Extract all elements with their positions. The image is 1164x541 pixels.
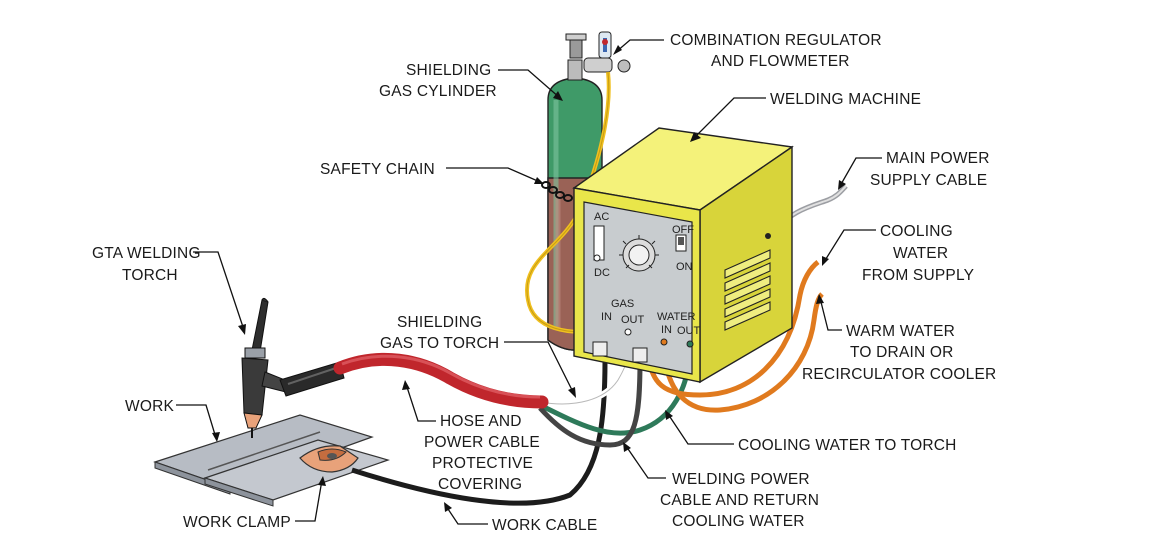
cooling-water-to-torch-hose (645, 260, 820, 398)
leader-lines (176, 39, 882, 525)
welding-machine: AC DC OFF ON GAS IN OUT WATER IN OUT (572, 127, 794, 384)
label-cooling-water-to-torch: COOLING WATER TO TORCH (738, 437, 957, 454)
panel-dc-label: DC (594, 267, 610, 279)
label-welding-power-cable: WELDING POWER CABLE AND RETURN COOLING W… (660, 471, 824, 530)
label-gta-welding-torch: GTA WELDING TORCH (92, 245, 205, 284)
panel-on-label: ON (676, 261, 693, 273)
label-shielding-gas-cylinder: SHIELDING GAS CYLINDER (379, 62, 497, 100)
label-combination-regulator: COMBINATION REGULATOR AND FLOWMETER (670, 32, 886, 70)
label-welding-machine: WELDING MACHINE (770, 91, 921, 108)
label-shielding-gas-to-torch: SHIELDING GAS TO TORCH (380, 314, 499, 352)
panel-gas-in-label: IN (601, 311, 612, 323)
label-work-cable: WORK CABLE (492, 517, 597, 534)
panel-gas-label: GAS (611, 298, 634, 310)
work-cable (351, 359, 608, 506)
safety-chain (541, 181, 573, 202)
panel-gas-out-label: OUT (621, 314, 645, 326)
callout-labels: COMBINATION REGULATOR AND FLOWMETER SHIE… (92, 32, 996, 534)
panel-water-label: WATER (657, 311, 696, 323)
label-safety-chain: SAFETY CHAIN (320, 161, 435, 178)
panel-off-label: OFF (672, 224, 694, 236)
return-water-hose (538, 344, 693, 436)
label-work-clamp: WORK CLAMP (183, 514, 291, 531)
regulator-flowmeter (565, 31, 631, 81)
label-work: WORK (125, 398, 174, 415)
hose-protective-covering (333, 352, 549, 409)
panel-water-in-label: IN (661, 324, 672, 336)
panel-ac-label: AC (594, 211, 609, 223)
work-clamp (299, 445, 359, 473)
gta-welding-torch (241, 297, 345, 438)
warm-water-drain-hose (661, 292, 824, 413)
label-cooling-water-from-supply: COOLING WATER FROM SUPPLY (862, 223, 974, 284)
label-warm-water: WARM WATER TO DRAIN OR RECIRCULATOR COOL… (802, 323, 996, 383)
gas-supply-hose (524, 71, 611, 334)
label-main-power-supply-cable: MAIN POWER SUPPLY CABLE (870, 150, 994, 189)
power-return-cable (538, 359, 643, 448)
panel-water-out-label: OUT (677, 325, 701, 337)
label-hose-and-power-cable: HOSE AND POWER CABLE PROTECTIVE COVERING (424, 413, 544, 493)
